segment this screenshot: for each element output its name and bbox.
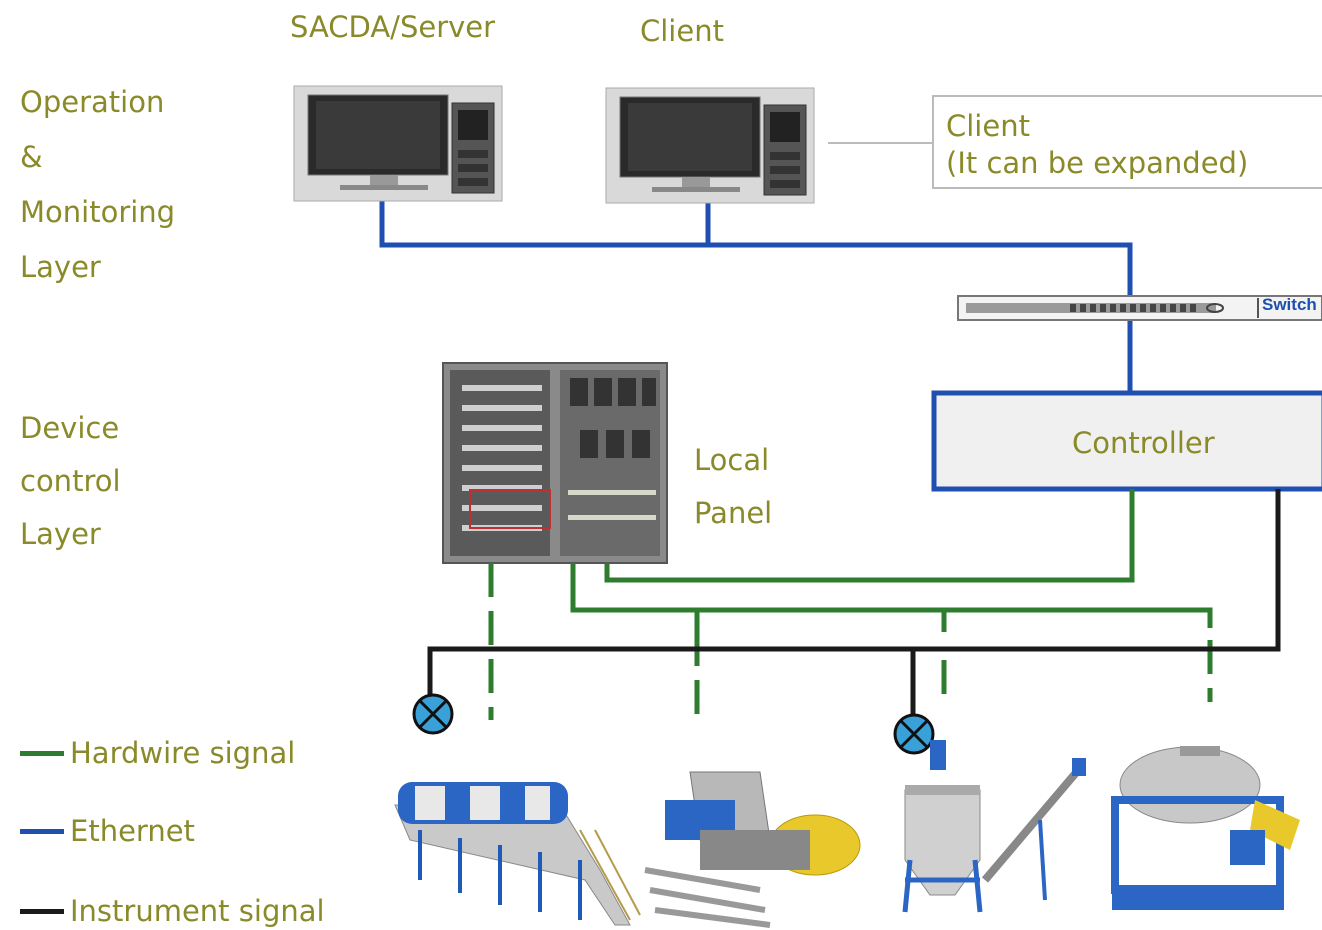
legend-ethernet-swatch	[20, 828, 64, 834]
switch-label: Switch	[1262, 295, 1317, 314]
device-layer-label: Device control Layer	[20, 411, 121, 551]
ethernet-lines	[379, 200, 1133, 393]
client-expand-label: Client (It can be expanded)	[946, 109, 1249, 180]
legend-ethernet-label: Ethernet	[70, 814, 195, 848]
operation-layer-label: Operation & Monitoring Layer	[20, 85, 176, 284]
legend-instrument-label: Instrument signal	[70, 894, 325, 928]
legend-hardwire-label: Hardwire signal	[70, 736, 296, 770]
client-expand-box	[932, 95, 1322, 189]
local-panel-label: Local Panel	[694, 443, 773, 530]
shredder-machine-icon	[644, 771, 861, 928]
legend-hardwire-swatch	[20, 750, 64, 756]
valve-icon-left	[412, 693, 454, 735]
controller-label: Controller	[1072, 426, 1215, 460]
legend-ethernet: Ethernet	[20, 814, 195, 848]
server-label: SACDA/Server	[290, 10, 496, 44]
controller-box	[931, 390, 1322, 492]
client-computer-icon	[605, 87, 815, 204]
horizontal-dryer-icon	[1111, 746, 1300, 910]
local-panel-icon	[442, 362, 668, 564]
server-computer-icon	[293, 85, 503, 202]
valve-icon-right	[893, 713, 935, 755]
mixing-tank-icon	[902, 740, 1086, 913]
instrument-lines	[427, 489, 1281, 718]
drum-conveyor-icon	[394, 782, 641, 926]
hardwire-lines	[570, 489, 1213, 632]
hardwire-dashed-drops	[488, 563, 1213, 722]
legend-hardwire: Hardwire signal	[20, 736, 295, 770]
client-label: Client	[640, 14, 724, 48]
legend-instrument: Instrument signal	[20, 894, 325, 928]
network-switch-icon	[957, 295, 1322, 321]
legend-instrument-swatch	[20, 908, 64, 914]
